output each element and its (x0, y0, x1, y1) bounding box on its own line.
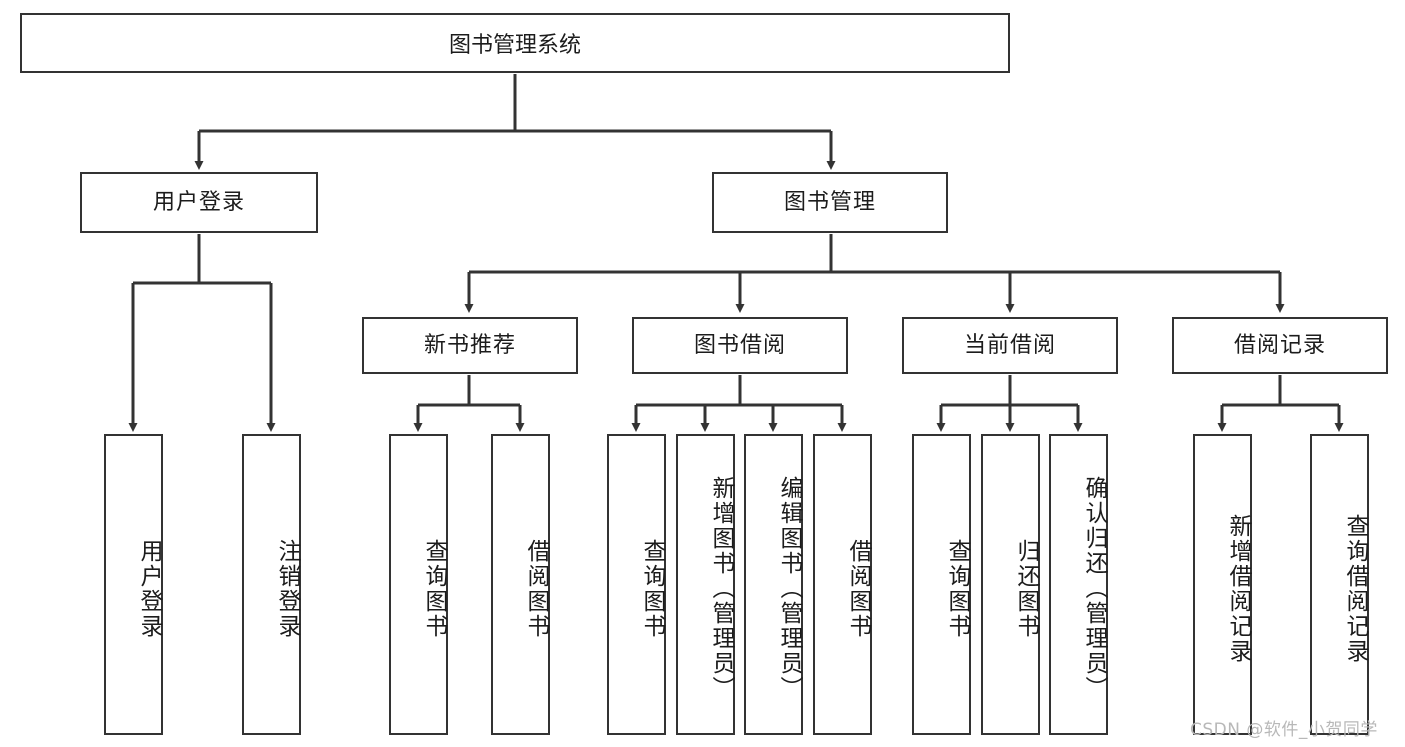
node-current-borrow[interactable]: 当前借阅 (902, 317, 1118, 374)
leaf-label: 借阅图书 (845, 538, 871, 639)
node-root[interactable]: 图书管理系统 (20, 13, 1010, 73)
leaf-label: 新增借阅记录 (1225, 513, 1251, 664)
leaf-query-book-2[interactable]: 查询图书 (607, 434, 666, 735)
leaf-label: 编辑图书（管理员） (776, 476, 802, 701)
watermark-text: CSDN @软件_小贺同学 (1190, 720, 1378, 740)
node-user-login[interactable]: 用户登录 (80, 172, 318, 233)
leaf-query-book-1[interactable]: 查询图书 (389, 434, 448, 735)
leaf-label: 归还图书 (1013, 538, 1039, 639)
leaf-borrow-book-1[interactable]: 借阅图书 (491, 434, 550, 735)
leaf-add-record[interactable]: 新增借阅记录 (1193, 434, 1252, 735)
leaf-confirm-return[interactable]: 确认归还（管理员） (1049, 434, 1108, 735)
node-book-borrow[interactable]: 图书借阅 (632, 317, 848, 374)
leaf-edit-book[interactable]: 编辑图书（管理员） (744, 434, 803, 735)
leaf-label: 注销登录 (274, 538, 300, 639)
leaf-add-book[interactable]: 新增图书（管理员） (676, 434, 735, 735)
leaf-return-book[interactable]: 归还图书 (981, 434, 1040, 735)
leaf-query-record[interactable]: 查询借阅记录 (1310, 434, 1369, 735)
leaf-label: 新增图书（管理员） (708, 476, 734, 701)
leaf-logout[interactable]: 注销登录 (242, 434, 301, 735)
leaf-label: 用户登录 (136, 538, 162, 639)
leaf-user-login[interactable]: 用户登录 (104, 434, 163, 735)
leaf-label: 确认归还（管理员） (1081, 476, 1107, 701)
leaf-label: 查询图书 (421, 538, 447, 639)
leaf-query-book-3[interactable]: 查询图书 (912, 434, 971, 735)
leaf-label: 查询图书 (944, 538, 970, 639)
leaf-borrow-book-2[interactable]: 借阅图书 (813, 434, 872, 735)
node-new-book-rec[interactable]: 新书推荐 (362, 317, 578, 374)
leaf-label: 借阅图书 (523, 538, 549, 639)
leaf-label: 查询借阅记录 (1342, 513, 1368, 664)
leaf-label: 查询图书 (639, 538, 665, 639)
node-book-manage[interactable]: 图书管理 (712, 172, 948, 233)
node-borrow-record[interactable]: 借阅记录 (1172, 317, 1388, 374)
